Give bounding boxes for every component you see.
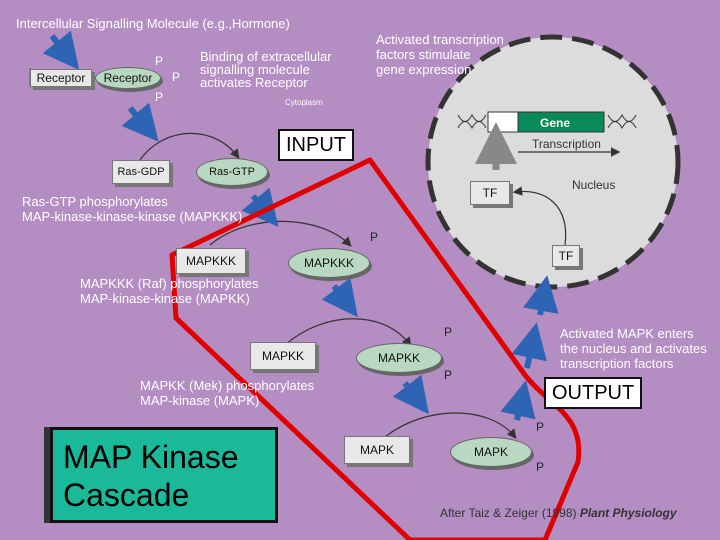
tf-curve-arrow [512, 186, 567, 246]
mapkkk-curve-arrow [209, 220, 352, 247]
phospho-mapk-1: P [536, 420, 545, 434]
receptor-oval: Receptor [95, 67, 161, 89]
ras-curve-arrow [139, 132, 240, 161]
nucleus-label: Nucleus [572, 178, 616, 192]
activated-tf-note: Activated transcription factors stimulat… [376, 32, 504, 77]
gene-label: Gene [540, 116, 571, 130]
mapk-oval: MAPK [450, 437, 532, 467]
mek-note: MAPKK (Mek) phosphorylates MAP-kinase (M… [140, 378, 315, 408]
receptor-box: Receptor [30, 69, 92, 87]
tf-box-outer: TF [552, 245, 580, 267]
mapk-arrow-2 [511, 322, 547, 369]
ras-note: Ras-GTP phosphorylates MAP-kinase-kinase… [22, 194, 243, 224]
phospho-mapk-2: P [536, 460, 545, 474]
phospho-mapkk-1: P [444, 325, 453, 339]
hormone-arrow [42, 30, 80, 71]
phospho-receptor-2: P [172, 70, 181, 84]
input-label: INPUT [278, 129, 354, 161]
transcription-label: Transcription [532, 137, 601, 151]
mapkk-curve-arrow [284, 318, 412, 347]
gene-bar [517, 111, 605, 133]
mapk-box: MAPK [344, 436, 410, 464]
mapk-curve-arrow [384, 412, 517, 439]
phospho-receptor-1: P [155, 54, 164, 68]
ras-gtp-oval: Ras-GTP [196, 158, 268, 186]
mapkk-box: MAPKK [250, 342, 316, 370]
dna-strand-right [607, 113, 637, 130]
citation-journal: Plant Physiology [579, 506, 677, 520]
citation: After Taiz & Zeiger (1998) Plant Physiol… [440, 506, 677, 521]
title-box: MAP Kinase Cascade [50, 427, 278, 523]
citation-prefix: After Taiz & Zeiger (1998) [440, 506, 580, 520]
ras-gdp-box: Ras-GDP [112, 160, 170, 184]
mapkk-oval: MAPKK [356, 343, 442, 373]
mapk-arrow-1 [500, 380, 536, 421]
phospho-mapkk-2: P [444, 368, 453, 382]
mapkkk-oval: MAPKKK [288, 248, 370, 278]
binding-note: Binding of extracellular signalling mole… [200, 49, 332, 90]
receptor-arrow [121, 102, 159, 142]
activated-mapk-note: Activated MAPK enters the nucleus and ac… [560, 326, 707, 371]
gene-bar-white [487, 111, 519, 133]
tf-box-inner: TF [470, 181, 510, 205]
mapk-arrow-3 [523, 275, 559, 316]
heading-text: Intercellular Signalling Molecule (e.g.,… [16, 16, 290, 31]
cytoplasm-label: Cytoplasm [285, 98, 323, 107]
mapkk-arrow [392, 374, 429, 415]
phospho-receptor-3: P [155, 90, 164, 104]
output-label: OUTPUT [544, 377, 643, 409]
mapkkk-arrow [321, 277, 358, 318]
raf-note: MAPKKK (Raf) phosphorylates MAP-kinase-k… [80, 276, 259, 306]
mapkkk-box: MAPKKK [176, 248, 246, 274]
phospho-mapkkk: P [370, 230, 379, 244]
cascade-outline [169, 157, 582, 540]
